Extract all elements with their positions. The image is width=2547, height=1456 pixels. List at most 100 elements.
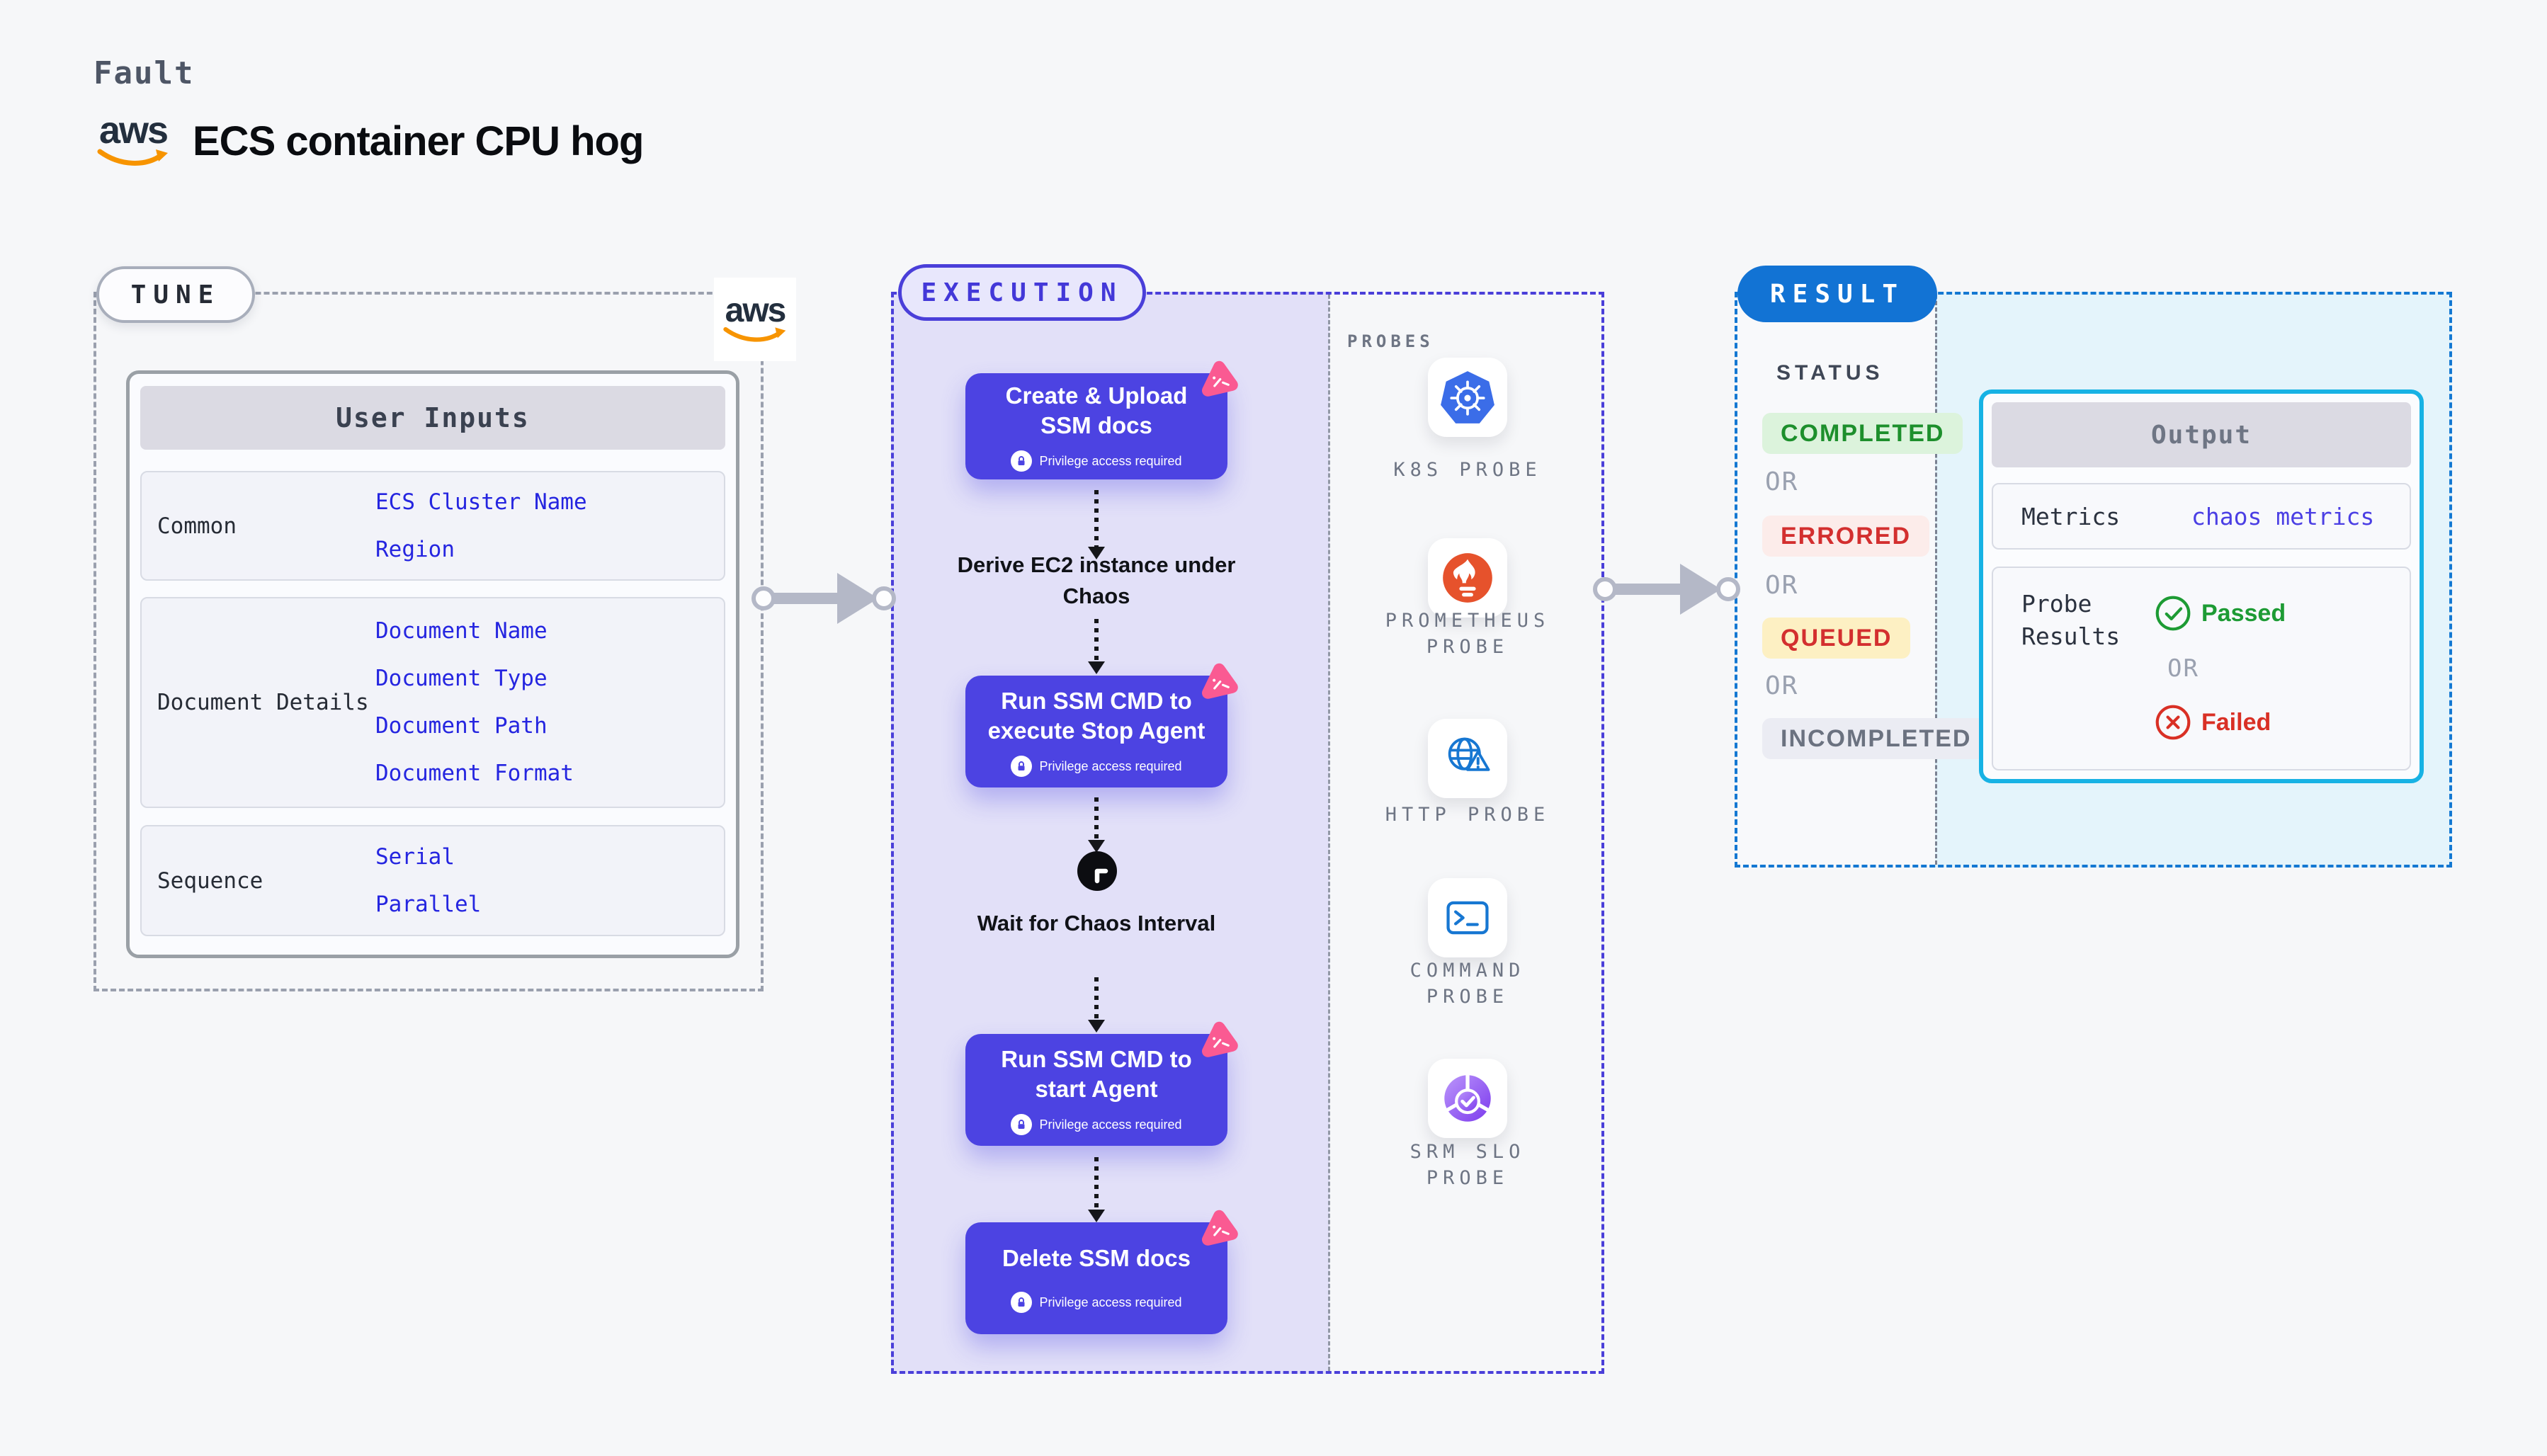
probe-label-k8s: K8S PROBE xyxy=(1393,459,1542,481)
output-title: Output xyxy=(1992,402,2411,467)
step-derive-ec2-text: Derive EC2 instance under Chaos xyxy=(957,552,1236,608)
tune-pill[interactable]: TUNE xyxy=(96,266,255,323)
arrow-start-dot xyxy=(1593,577,1617,601)
execution-section-box xyxy=(891,292,1604,1374)
flow-connector xyxy=(1094,797,1099,841)
execution-to-result-arrow-line xyxy=(1606,584,1686,595)
user-input-row-sequence: Sequence Serial Parallel xyxy=(140,825,725,936)
execution-pill[interactable]: EXECUTION xyxy=(898,264,1146,321)
probe-tile-srm-slo[interactable] xyxy=(1428,1059,1507,1138)
privilege-label: Privilege access required xyxy=(1039,453,1182,468)
chaos-badge-icon xyxy=(1201,360,1238,397)
tune-to-execution-arrowhead xyxy=(837,573,878,624)
probe-label-command: COMMAND PROBE xyxy=(1409,960,1526,1008)
status-badge-completed: COMPLETED xyxy=(1762,413,1963,454)
flow-arrowhead-icon xyxy=(1088,1020,1105,1033)
step-card-delete-ssm-docs[interactable]: Delete SSM docs Privilege access require… xyxy=(965,1210,1238,1334)
or-separator: OR xyxy=(2167,654,2199,683)
step-card-run-ssm-cmd-start-agent[interactable]: Run SSM CMD to start Agent Privilege acc… xyxy=(965,1021,1238,1146)
or-separator: OR xyxy=(1765,571,1799,600)
status-heading: STATUS xyxy=(1776,361,1884,385)
page-title: ECS container CPU hog xyxy=(193,118,644,164)
step-card-run-ssm-cmd-stop-agent[interactable]: Run SSM CMD to execute Stop Agent Privil… xyxy=(965,663,1238,787)
result-status-panel xyxy=(1735,292,1935,868)
row-label: Document Details xyxy=(157,690,369,715)
probe-results-row: Probe Results Passed OR Failed xyxy=(1992,567,2411,770)
privilege-note: Privilege access required xyxy=(1011,1114,1182,1135)
aws-smile-icon xyxy=(97,149,168,166)
input-link-document-path[interactable]: Document Path xyxy=(375,713,548,739)
input-link-region[interactable]: Region xyxy=(375,536,455,562)
metrics-row: Metrics chaos metrics xyxy=(1992,483,2411,550)
user-inputs-title: User Inputs xyxy=(140,386,725,450)
probe-result-failed: Failed xyxy=(2155,704,2271,741)
probe-tile-http[interactable] xyxy=(1428,719,1507,798)
x-circle-icon xyxy=(2155,705,2191,740)
probe-label-prometheus: PROMETHEUS PROBE xyxy=(1385,610,1550,658)
tune-to-execution-arrow-line xyxy=(765,593,844,604)
flow-connector xyxy=(1094,1157,1099,1211)
row-label: Common xyxy=(157,513,237,539)
result-divider xyxy=(1935,295,1937,865)
or-separator: OR xyxy=(1765,671,1799,700)
privilege-note: Privilege access required xyxy=(1011,1292,1182,1313)
flow-arrowhead-icon xyxy=(1088,661,1105,674)
flow-connector xyxy=(1094,977,1099,1021)
kubernetes-icon xyxy=(1441,371,1494,423)
tune-section-box xyxy=(93,292,764,991)
execution-to-result-arrowhead xyxy=(1680,564,1721,615)
step-title: Run SSM CMD to start Agent xyxy=(1001,1046,1192,1102)
fault-eyebrow: Fault xyxy=(93,55,195,91)
probe-label-srm-slo: SRM SLO PROBE xyxy=(1409,1141,1526,1189)
step-wait-chaos-interval-text: Wait for Chaos Interval xyxy=(977,911,1216,935)
flow-connector xyxy=(1094,490,1099,548)
or-separator: OR xyxy=(1765,467,1799,496)
prometheus-icon xyxy=(1443,553,1492,603)
input-link-document-type[interactable]: Document Type xyxy=(375,666,548,691)
probes-divider xyxy=(1328,295,1330,1371)
status-badge-errored: ERRORED xyxy=(1762,516,1930,557)
probe-result-passed: Passed xyxy=(2155,595,2286,632)
metrics-label: Metrics xyxy=(2021,502,2121,530)
chaos-metrics-link[interactable]: chaos metrics xyxy=(2191,502,2375,530)
tune-aws-logo-text: aws xyxy=(725,292,787,329)
status-badge-queued: QUEUED xyxy=(1762,618,1911,659)
probe-tile-command[interactable] xyxy=(1428,878,1507,957)
input-link-ecs-cluster-name[interactable]: ECS Cluster Name xyxy=(375,489,587,515)
privilege-note: Privilege access required xyxy=(1011,756,1182,777)
input-link-document-format[interactable]: Document Format xyxy=(375,761,574,786)
aws-logo: aws xyxy=(93,111,173,170)
aws-smile-icon xyxy=(723,326,786,342)
user-input-row-common: Common ECS Cluster Name Region xyxy=(140,471,725,581)
chaos-badge-icon xyxy=(1201,1210,1238,1246)
input-link-serial[interactable]: Serial xyxy=(375,843,455,870)
probe-tile-k8s[interactable] xyxy=(1428,358,1507,437)
input-link-document-name[interactable]: Document Name xyxy=(375,618,548,644)
user-input-row-document-details: Document Details Document Name Document … xyxy=(140,597,725,808)
lock-icon xyxy=(1011,1114,1033,1135)
tune-aws-logo: aws xyxy=(714,278,796,361)
passed-label: Passed xyxy=(2201,599,2286,627)
input-link-parallel[interactable]: Parallel xyxy=(375,891,482,917)
step-card-create-upload-ssm-docs[interactable]: Create & Upload SSM docs Privilege acces… xyxy=(965,360,1238,479)
status-badge-incompleted: INCOMPLETED xyxy=(1762,718,1990,759)
flow-arrowhead-icon xyxy=(1088,1210,1105,1222)
probe-tile-prometheus[interactable] xyxy=(1428,538,1507,618)
clock-icon xyxy=(1077,851,1117,891)
probe-results-label: Probe Results xyxy=(2021,590,2121,650)
privilege-note: Privilege access required xyxy=(1011,450,1182,472)
probes-heading: PROBES xyxy=(1347,331,1434,351)
privilege-label: Privilege access required xyxy=(1039,1117,1182,1132)
check-circle-icon xyxy=(2155,596,2191,631)
flow-connector xyxy=(1094,619,1099,663)
result-pill[interactable]: RESULT xyxy=(1737,266,1937,322)
privilege-label: Privilege access required xyxy=(1039,1295,1182,1309)
probe-label-http: HTTP PROBE xyxy=(1385,804,1550,826)
arrow-end-dot xyxy=(1716,577,1740,601)
step-title: Delete SSM docs xyxy=(1002,1245,1191,1271)
lock-icon xyxy=(1011,450,1033,472)
arrow-start-dot xyxy=(751,586,776,610)
step-title: Run SSM CMD to execute Stop Agent xyxy=(987,688,1206,744)
privilege-label: Privilege access required xyxy=(1039,758,1182,773)
